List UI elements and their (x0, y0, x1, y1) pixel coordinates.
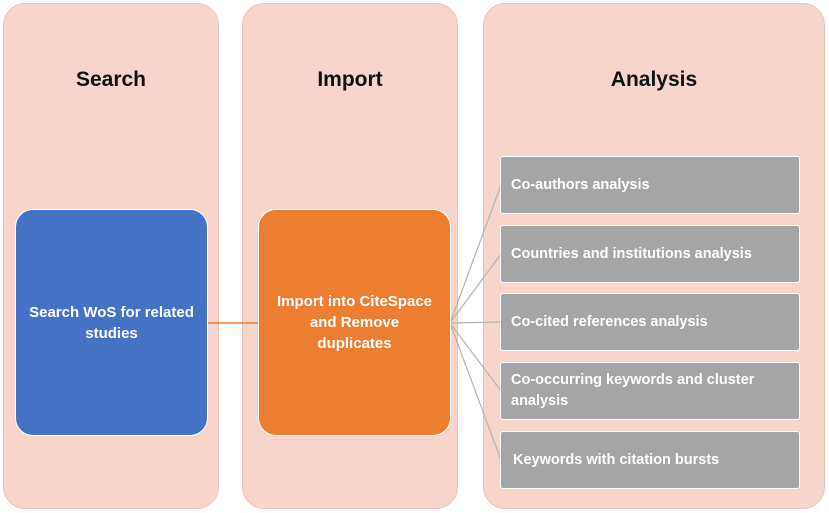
analysis-item-countries-institutions: Countries and institutions analysis (500, 225, 800, 283)
import-panel-title: Import (317, 68, 383, 91)
import-step-text: Import into CiteSpace and Remove duplica… (276, 293, 433, 352)
analysis-item-co-cited-references: Co-cited references analysis (500, 293, 800, 351)
search-panel-title: Search (75, 68, 147, 91)
analysis-item-label: Co-authors analysis (511, 176, 650, 193)
analysis-item-label: Co-cited references analysis (511, 313, 708, 330)
branch-connector-co-authors (449, 184, 502, 324)
analysis-item-label: Countries and institutions analysis (511, 245, 752, 262)
branch-connector-keywords-cluster (449, 322, 502, 392)
import-step-box: Import into CiteSpace and Remove duplica… (258, 209, 451, 436)
branch-connector-citation-bursts (449, 322, 502, 461)
analysis-item-label: Co-occurring keywords and cluster analys… (511, 372, 755, 409)
analysis-item-citation-bursts: Keywords with citation bursts (500, 431, 800, 489)
branch-connector-co-cited (449, 321, 502, 324)
analysis-item-co-occurring-keywords: Co-occurring keywords and cluster analys… (500, 362, 800, 420)
search-step-box: Search WoS for related studies (15, 209, 208, 436)
analysis-panel-title: Analysis (610, 68, 698, 91)
branch-connector-countries (449, 253, 502, 324)
search-step-text: Search WoS for related studies (29, 303, 194, 342)
analysis-item-label: Keywords with citation bursts (513, 451, 720, 468)
analysis-item-co-authors: Co-authors analysis (500, 156, 800, 214)
